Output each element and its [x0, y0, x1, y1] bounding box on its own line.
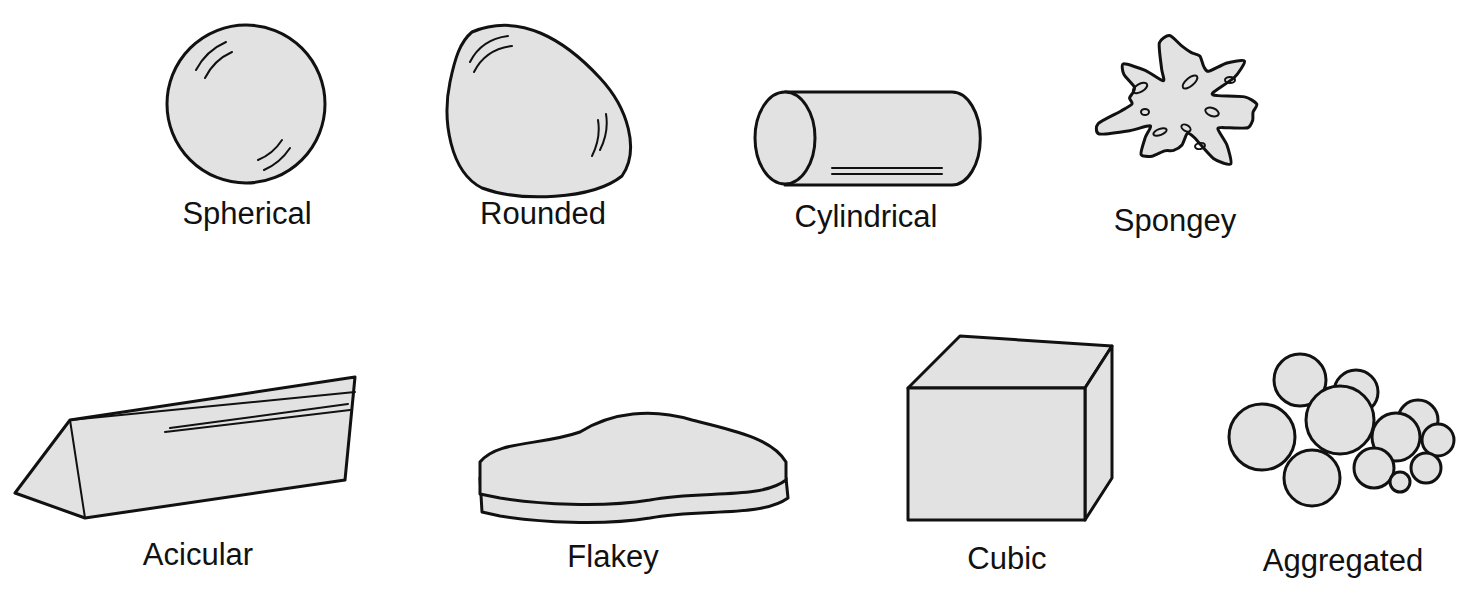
- sponge-hole: [1204, 106, 1220, 118]
- sponge-hole: [1180, 123, 1192, 133]
- aggregate-sphere: [1229, 404, 1295, 470]
- aggregate-sphere: [1411, 453, 1441, 483]
- spongey-holes: [1131, 73, 1235, 150]
- acicular-edge: [70, 392, 355, 518]
- sphere-particle: [167, 25, 325, 183]
- aggregate-sphere: [1306, 386, 1374, 454]
- aggregate-sphere: [1422, 424, 1454, 456]
- sphere-highlight: [196, 42, 290, 170]
- spongey-particle: [1096, 36, 1257, 165]
- flake-particle: [480, 413, 786, 504]
- cylinder-shading: [832, 168, 942, 174]
- shape-label: Spherical: [182, 196, 311, 232]
- aggregated-particle: [1229, 354, 1454, 506]
- aggregate-sphere: [1284, 450, 1340, 506]
- shape-label: Spongey: [1114, 203, 1236, 239]
- shape-label: Flakey: [567, 539, 658, 575]
- cylinder-end: [755, 92, 815, 184]
- aggregate-sphere: [1354, 448, 1394, 488]
- acicular-shading: [165, 404, 350, 432]
- sponge-hole: [1181, 73, 1200, 91]
- cube-top: [908, 336, 1112, 388]
- sponge-hole: [1131, 81, 1149, 96]
- sponge-hole: [1141, 109, 1149, 115]
- aggregate-sphere: [1390, 472, 1410, 492]
- rounded-particle: [447, 25, 630, 196]
- shape-label: Cubic: [967, 541, 1046, 577]
- shape-label: Cylindrical: [795, 199, 938, 235]
- shape-label: Rounded: [480, 196, 606, 232]
- cube-front: [908, 388, 1085, 520]
- acicular-particle: [15, 377, 355, 518]
- sponge-hole: [1152, 127, 1167, 137]
- shape-label: Aggregated: [1263, 543, 1423, 579]
- sponge-hole: [1195, 142, 1206, 150]
- shape-label: Acicular: [143, 537, 253, 573]
- rounded-highlight: [470, 36, 607, 156]
- sponge-hole: [1225, 77, 1235, 83]
- cube-side: [1085, 346, 1112, 520]
